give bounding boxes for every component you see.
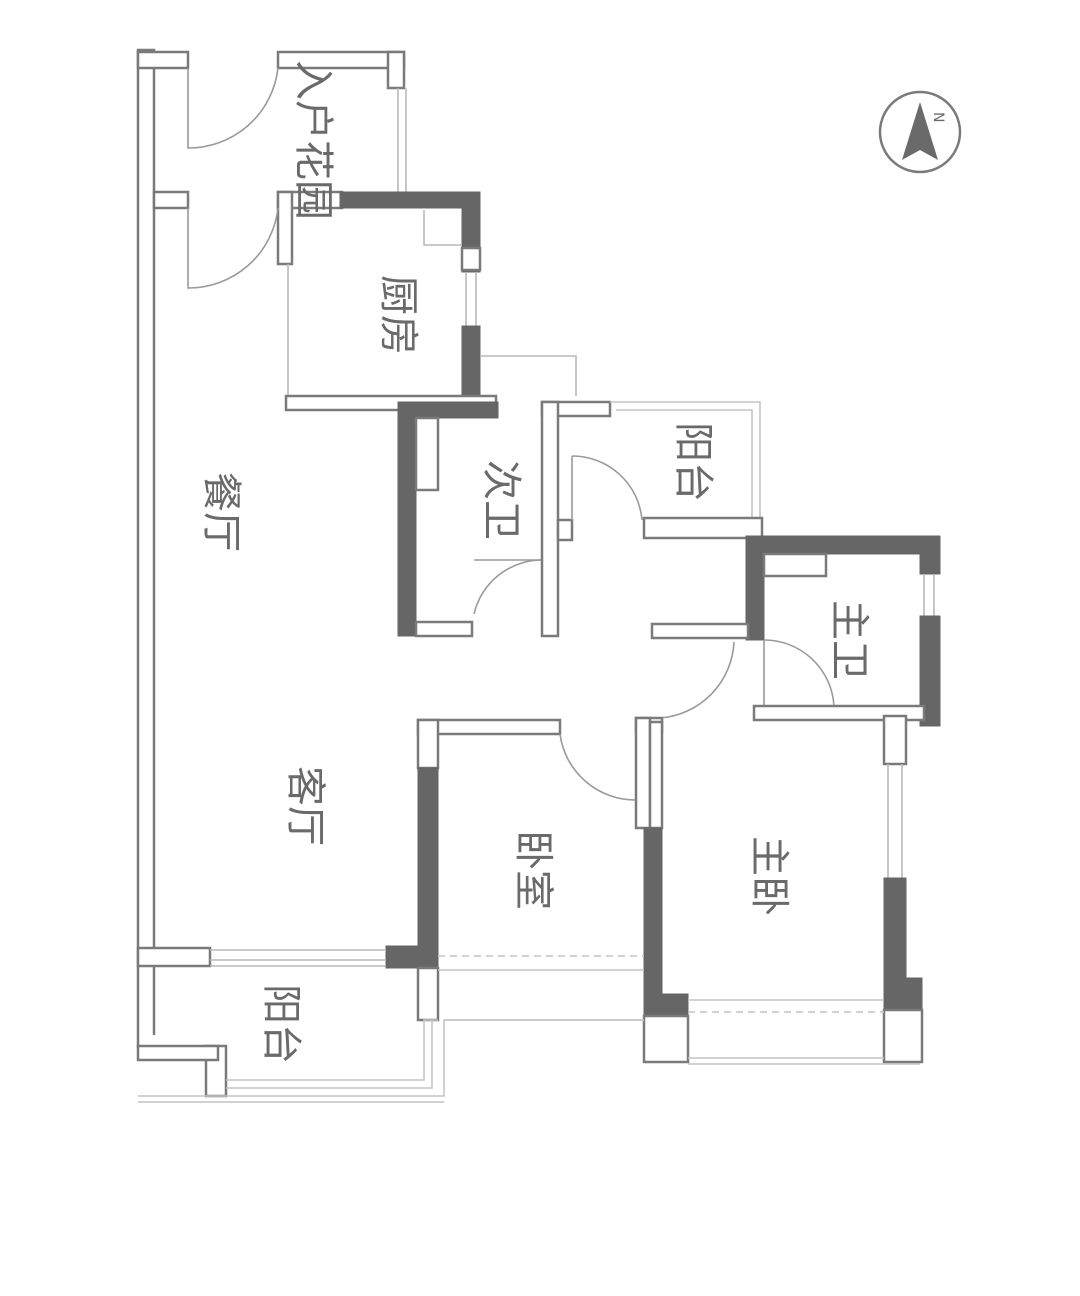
label-dining: 餐厅 (198, 472, 244, 552)
master-bedroom-walls (642, 714, 924, 1065)
outer-walls (136, 48, 407, 1048)
north-compass-icon: N (878, 90, 962, 174)
label-bedroom: 卧室 (510, 830, 556, 910)
hall-door-arc (659, 641, 735, 719)
label-master-bath: 主卫 (826, 600, 872, 680)
living-balcony (136, 946, 644, 1103)
label-small-balcony: 阳台 (670, 422, 716, 502)
label-living-balcony: 阳台 (258, 984, 304, 1064)
label-second-bath: 次卫 (478, 460, 524, 540)
small-balcony (571, 401, 764, 540)
master-bath-walls (650, 535, 941, 727)
label-living: 客厅 (282, 766, 328, 846)
label-kitchen: 厨房 (375, 275, 421, 355)
room-labels: 入户花园 厨房 餐厅 次卫 阳台 主卫 客厅 卧室 主卧 阳台 (198, 60, 872, 1064)
second-bath-walls (397, 400, 612, 638)
label-master-bedroom: 主卧 (746, 836, 792, 916)
entry-doors (187, 67, 279, 289)
label-entry-garden: 入户花园 (290, 60, 336, 220)
compass-north-letter: N (930, 112, 946, 122)
kitchen-walls (284, 191, 577, 412)
